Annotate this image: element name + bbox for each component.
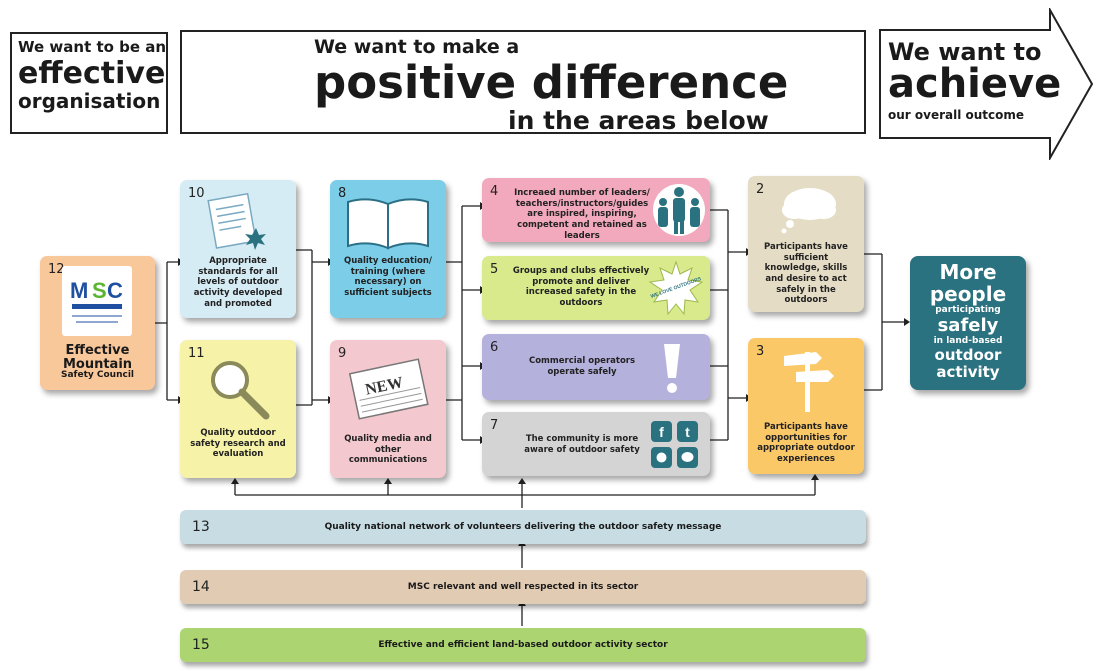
msc-logo: M S C [62,266,132,336]
box-12-title-line3: Safety Council [61,370,134,381]
header-right-line2: achieve [888,61,1062,107]
header-left-line1: We want to be an [18,38,167,56]
header-right-text: We want to achieve our overall outcome [888,40,1097,123]
bar-13-text: Quality national network of volunteers d… [324,522,722,532]
header-right-arrow [879,8,1094,160]
box-12-msc: 12 M S C Effective Mountain Safety Counc… [40,256,155,390]
svg-text:f: f [659,424,664,440]
box-5-text: Groups and clubs effectively promote and… [512,266,650,308]
box-7-number: 7 [490,418,499,433]
people-icon [653,184,705,236]
box-7-text: The community is more aware of outdoor s… [524,434,640,455]
svg-text:S: S [92,278,107,303]
box-2-participants-knowledge: 2 Participants have sufficient knowledge… [748,176,864,312]
exclamation-icon [664,344,680,393]
certificate-icon [207,192,266,250]
outcome-line3: participating [935,305,1001,315]
outcome-box: More people participating safely in land… [910,256,1026,390]
social-icons: f t [651,421,698,468]
box-12-title: Effective Mountain Safety Council [40,344,155,381]
header-right-line3: our overall outcome [888,108,1025,122]
box-4-number: 4 [490,184,499,199]
bar-15-sector: 15 Effective and efficient land-based ou… [180,628,866,662]
box-9-number: 9 [338,346,347,361]
header-middle-box: We want to make a positive difference in… [180,30,866,134]
bar-13-volunteers: 13 Quality national network of volunteer… [180,510,866,544]
thought-bubble-icon [781,188,836,234]
box-8-text: Quality education/ training (where neces… [343,256,433,298]
outcome-line7: activity [936,363,1000,381]
box-6-text: Commercial operators operate safely [528,356,636,377]
bar-15-text: Effective and efficient land-based outdo… [378,640,668,650]
box-6-number: 6 [490,340,499,355]
badge-icon: WE LOVE OUTDOORS [648,260,704,316]
svg-text:t: t [685,424,690,440]
outcome-line5: in land-based [933,336,1003,346]
svg-text:C: C [107,278,123,303]
box-11-text: Quality outdoor safety research and eval… [190,428,286,460]
box-5-number: 5 [490,262,499,277]
outcome-line4: safely [937,315,999,336]
box-7-community: 7 The community is more aware of outdoor… [482,412,710,476]
bar-14-text: MSC relevant and well respected in its s… [407,582,639,592]
header-right-line1: We want to [888,38,1042,66]
outcome-line2: people [929,282,1007,306]
box-2-text: Participants have sufficient knowledge, … [764,242,848,306]
box-12-title-line1: Effective [65,343,130,358]
bar-14-msc-relevant: 14 MSC relevant and well respected in it… [180,570,866,604]
box-10-standards: 10 Appropriate standards for all levels … [180,180,296,318]
newspaper-icon: NEW [348,358,429,420]
box-12-title-line2: Mountain [62,356,133,372]
outcome-line1: More [939,260,997,284]
signpost-icon [784,352,834,412]
magnifier-icon [211,361,270,420]
bar-14-number: 14 [192,579,210,595]
box-9-text: Quality media and other communications [344,434,432,466]
box-3-number: 3 [756,344,765,359]
header-left-line3: organisation [18,89,161,113]
book-icon [347,198,429,250]
box-3-participants-opportunities: 3 Participants have opportunities for ap… [748,338,864,474]
header-middle-line2: positive difference [314,56,789,109]
box-10-number: 10 [188,186,205,201]
outcome-line6: outdoor [934,346,1002,364]
header-middle-line1: We want to make a [314,36,520,58]
header-left-box: We want to be an effective organisation [10,32,168,134]
box-10-text: Appropriate standards for all levels of … [193,256,283,309]
header-left-line2: effective [18,56,166,91]
box-4-text: Increaed number of leaders/ teachers/ins… [514,188,650,241]
bar-13-number: 13 [192,519,210,535]
box-4-leaders: 4 Increaed number of leaders/ teachers/i… [482,178,710,242]
header-middle-line3: in the areas below [508,106,769,135]
bar-15-number: 15 [192,637,210,653]
box-9-media: 9 NEW Quality media and other communicat… [330,340,446,478]
box-11-number: 11 [188,346,205,361]
svg-text:M: M [70,278,88,303]
box-12-number: 12 [48,262,65,277]
box-5-groups: 5 Groups and clubs effectively promote a… [482,256,710,320]
box-11-research: 11 Quality outdoor safety research and e… [180,340,296,478]
box-3-text: Participants have opportunities for appr… [757,422,855,464]
box-8-education: 8 Quality education/ training (where nec… [330,180,446,318]
box-2-number: 2 [756,182,765,197]
box-8-number: 8 [338,186,347,201]
msc-logo-icon: M S C [70,278,123,323]
box-6-commercial: 6 Commercial operators operate safely [482,334,710,400]
